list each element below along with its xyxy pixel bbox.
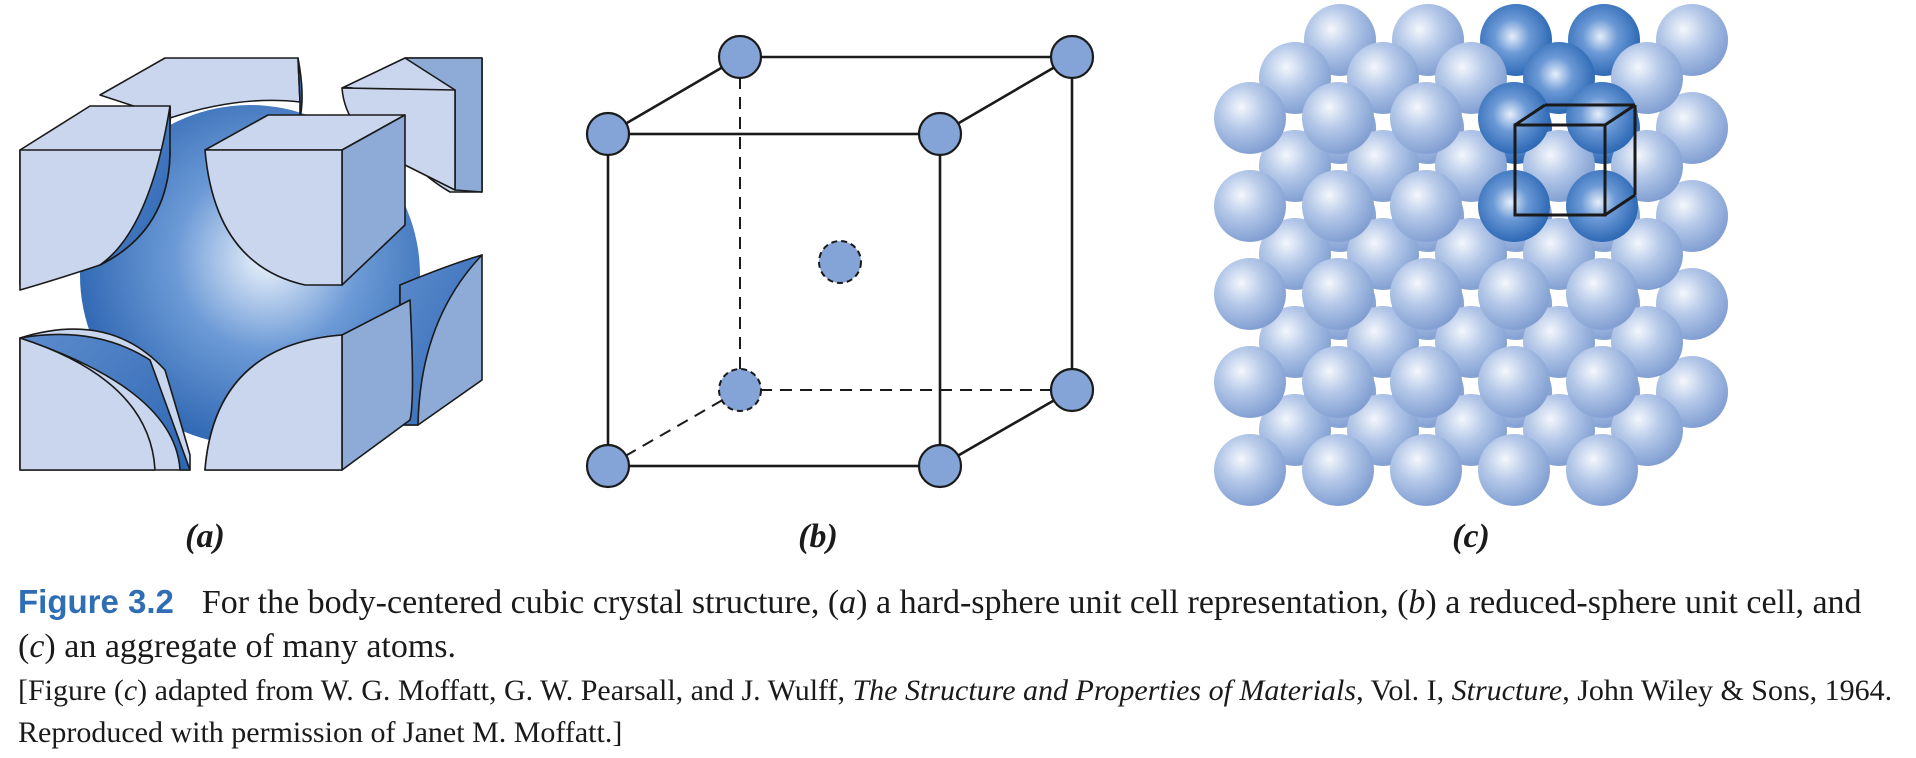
atom-corner: [585, 111, 631, 157]
figure-credit: [Figure (c) adapted from W. G. Moffatt, …: [18, 674, 1893, 749]
volume-title: Structure: [1451, 674, 1563, 707]
atom-sphere: [1478, 346, 1550, 418]
atom-corner: [1049, 367, 1095, 413]
atom-sphere: [1214, 346, 1286, 418]
atom-corner: [917, 443, 963, 489]
atom-sphere: [1566, 82, 1638, 154]
panel-c-atom-aggregate: [1214, 4, 1728, 506]
panel-b-reduced-sphere-cell: [585, 34, 1095, 489]
atom-sphere: [1214, 258, 1286, 330]
atom-sphere: [1302, 82, 1374, 154]
atom-sphere: [1390, 434, 1462, 506]
atom-sphere: [1302, 258, 1374, 330]
atom-sphere: [1302, 170, 1374, 242]
atom-sphere: [1566, 170, 1638, 242]
atom-sphere: [1390, 258, 1462, 330]
unit-cell-outline: [1513, 103, 1637, 217]
atom-corner: [717, 34, 763, 80]
atom-sphere: [1478, 434, 1550, 506]
panel-label-b: (b): [798, 518, 838, 555]
panel-label-a: (a): [185, 518, 225, 555]
figure-illustration: [19, 4, 1728, 506]
atom-sphere: [1390, 82, 1462, 154]
atom-hidden-corner: [718, 368, 762, 412]
figure-number: Figure 3.2: [18, 583, 174, 620]
atom-body-center: [818, 240, 862, 284]
atom-corner: [917, 111, 963, 157]
atom-sphere: [1390, 346, 1462, 418]
atom-sphere: [1214, 434, 1286, 506]
atom-corner: [585, 443, 631, 489]
atom-sphere: [1302, 346, 1374, 418]
panel-label-c: (c): [1452, 518, 1490, 555]
atom-corner: [1049, 34, 1095, 80]
atom-sphere: [1566, 258, 1638, 330]
atom-sphere: [1214, 82, 1286, 154]
figure-area: [19, 4, 1728, 506]
atom-sphere: [1566, 346, 1638, 418]
atom-sphere: [1214, 170, 1286, 242]
atom-sphere: [1390, 170, 1462, 242]
book-title: The Structure and Properties of Material…: [852, 674, 1357, 707]
atom-sphere: [1478, 258, 1550, 330]
atom-sphere: [1478, 82, 1550, 154]
atom-sphere: [1302, 434, 1374, 506]
panel-a-hard-sphere-cell: [19, 57, 483, 471]
atom-sphere: [1566, 434, 1638, 506]
